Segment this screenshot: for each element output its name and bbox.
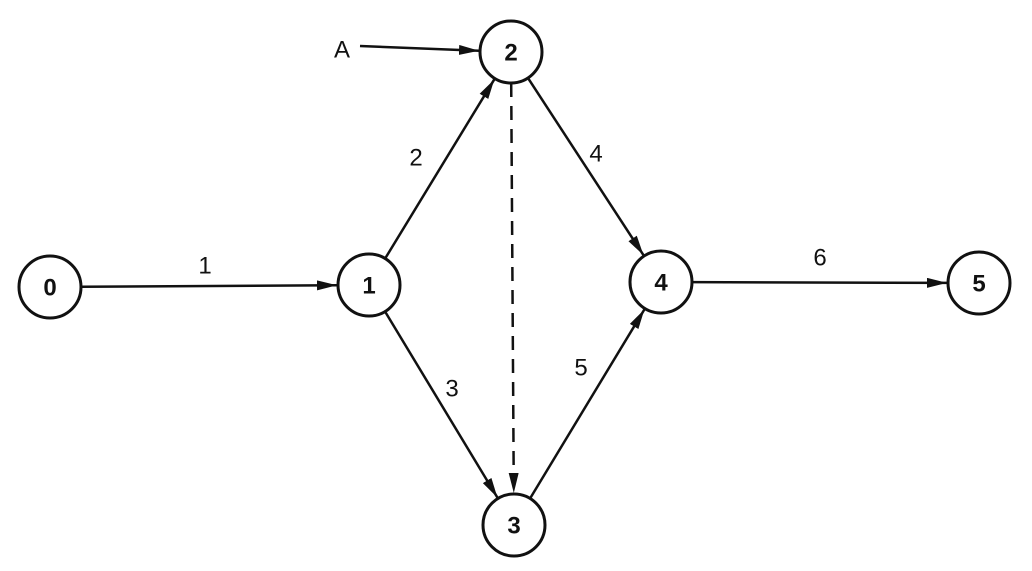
node-circle-0 — [17, 254, 83, 320]
node-0: 0 — [17, 254, 83, 320]
node-4: 4 — [628, 249, 694, 315]
node-label-2: 2 — [504, 40, 517, 67]
edge-label-1-3: 3 — [445, 376, 458, 403]
node-5: 5 — [946, 250, 1012, 316]
nodes-layer: 0 1 2 3 4 5 — [17, 19, 1012, 558]
node-circle-1 — [336, 252, 402, 318]
edges-layer: 1 2 3 4 5 6 — [80, 77, 948, 500]
node-label-5: 5 — [972, 271, 985, 298]
edge-1-2-arrow — [384, 78, 496, 260]
node-2: 2 — [478, 19, 544, 85]
node-label-1: 1 — [362, 273, 375, 300]
node-label-4: 4 — [654, 270, 668, 297]
node-circle-5 — [946, 250, 1012, 316]
input-arrow — [359, 44, 480, 55]
edge-4-5-arrow — [691, 277, 948, 288]
edge-label-1-2: 2 — [409, 145, 422, 172]
node-label-0: 0 — [43, 275, 56, 302]
edge-1-3-arrow — [383, 310, 499, 499]
edge-2-3-dummy-arrow — [508, 82, 519, 494]
edge-label-2-4: 4 — [589, 141, 602, 168]
node-3: 3 — [481, 492, 547, 558]
edge-label-3-4: 5 — [574, 355, 587, 382]
edge-0-1-arrow — [80, 280, 338, 291]
edge-label-0-1: 1 — [198, 253, 211, 280]
edge-label-4-5: 6 — [813, 245, 826, 272]
input-label: A — [334, 37, 350, 64]
input-layer: A — [334, 37, 480, 64]
edge-3-4-arrow — [528, 308, 646, 500]
node-circle-2 — [478, 19, 544, 85]
node-label-3: 3 — [507, 513, 520, 540]
edge-2-4-arrow — [526, 77, 645, 256]
node-circle-4 — [628, 249, 694, 315]
node-1: 1 — [336, 252, 402, 318]
node-circle-3 — [481, 492, 547, 558]
